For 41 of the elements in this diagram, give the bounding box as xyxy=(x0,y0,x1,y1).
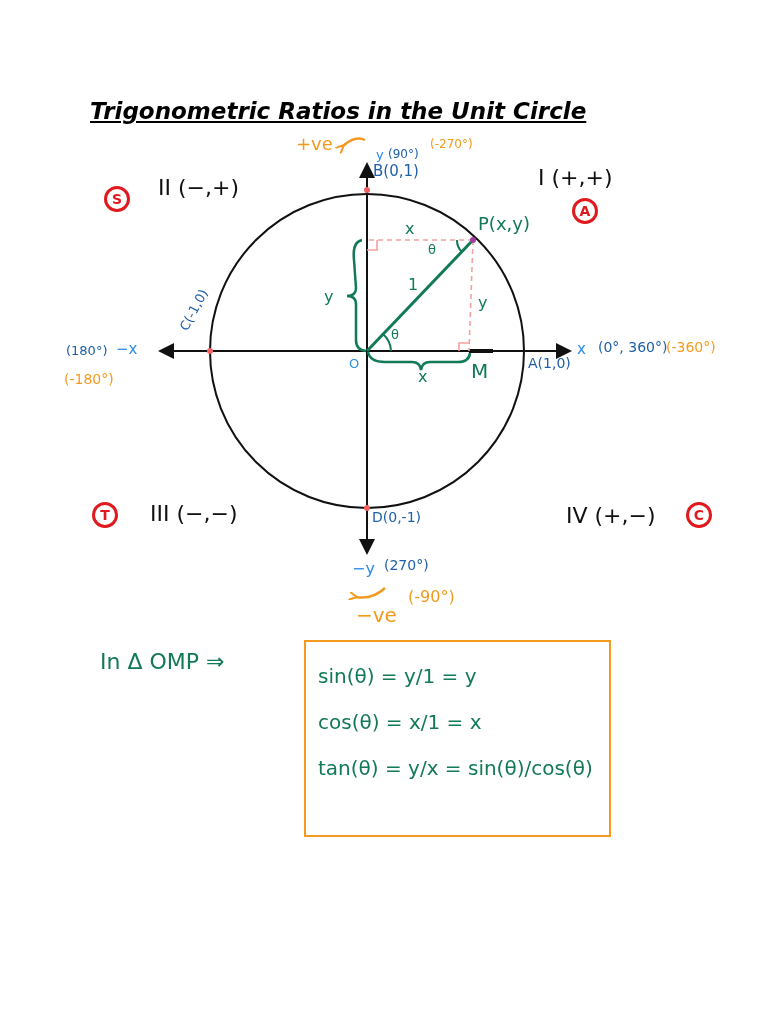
point-label: P(x,y) xyxy=(478,214,530,234)
point-label: A(1,0) xyxy=(528,356,571,372)
formula: tan(θ) = y/x = sin(θ)/cos(θ) xyxy=(318,756,594,780)
side-label: y xyxy=(324,288,334,306)
formula: cos(θ) = x/1 = x xyxy=(318,710,483,734)
triangle-label: In Δ OMP ⇒ xyxy=(100,650,225,675)
axis-label: −x xyxy=(116,341,138,358)
point-label: D(0,-1) xyxy=(372,510,422,526)
side-label: y xyxy=(478,294,488,312)
quadrant-label: III (−,−) xyxy=(150,502,238,527)
quadrant-label: II (−,+) xyxy=(158,176,239,201)
sign-rule-badge: S xyxy=(104,186,130,212)
angle-label: (270°) xyxy=(384,558,429,574)
side-label: 1 xyxy=(408,276,419,294)
side-label: x xyxy=(405,220,415,238)
angle-label: (-180°) xyxy=(64,372,114,388)
angle-label: (-360°) xyxy=(666,340,716,356)
angle-label: θ xyxy=(428,243,436,258)
direction-label: −ve xyxy=(356,604,397,626)
side-label: x xyxy=(418,368,428,386)
angle-label: (0°, 360°) xyxy=(598,340,668,356)
sign-rule-badge: A xyxy=(572,198,598,224)
quadrant-label: IV (+,−) xyxy=(566,504,656,529)
point-label: B(0,1) xyxy=(373,163,419,180)
angle-label: (90°) xyxy=(388,148,419,162)
angle-label: (-270°) xyxy=(430,138,473,152)
formula-box xyxy=(304,640,611,837)
sign-rule-badge: C xyxy=(686,502,712,528)
axis-label: y xyxy=(376,148,384,163)
direction-label: +ve xyxy=(296,134,333,154)
formula: sin(θ) = y/1 = y xyxy=(318,664,478,688)
axis-label: x xyxy=(577,341,586,358)
angle-label: θ xyxy=(391,328,399,343)
point-label: M xyxy=(471,360,489,382)
angle-label: (-90°) xyxy=(408,588,455,606)
sign-rule-badge: T xyxy=(92,502,118,528)
quadrant-label: I (+,+) xyxy=(538,166,613,191)
title: Trigonometric Ratios in the Unit Circle xyxy=(90,98,587,124)
origin-label: O xyxy=(349,357,360,372)
angle-label: (180°) xyxy=(66,344,108,359)
axis-label: −y xyxy=(352,560,375,578)
